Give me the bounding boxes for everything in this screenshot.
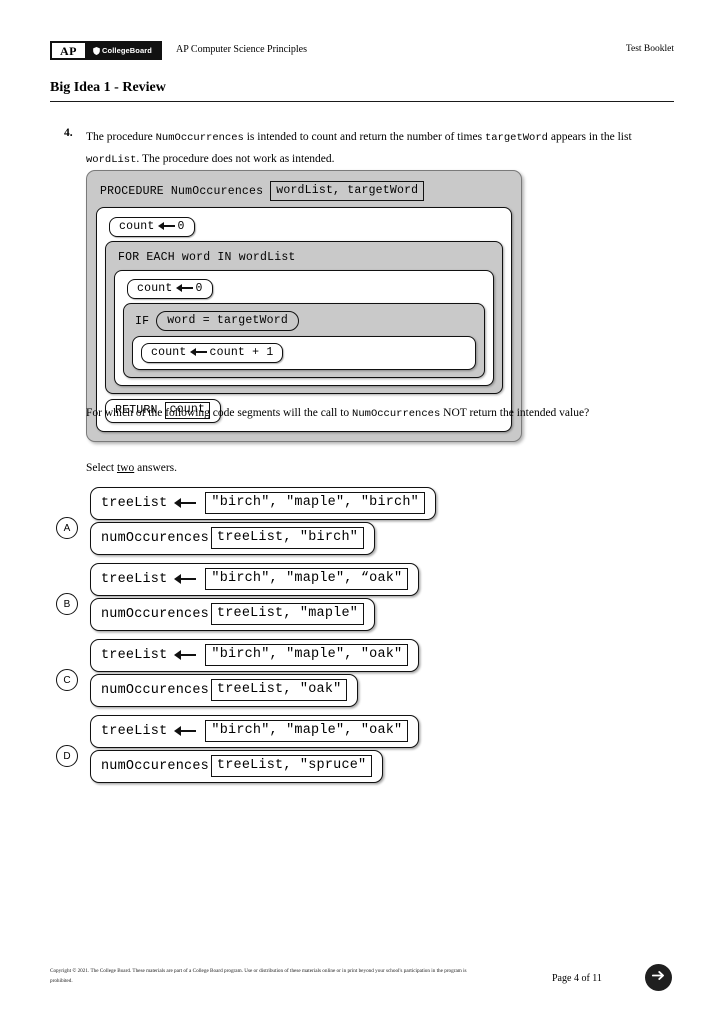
choice-d-var: treeList [101, 723, 168, 739]
answer-choice-c[interactable]: C treeList "birch", "maple", "oak" numOcc… [56, 639, 656, 707]
return-value: count [164, 402, 211, 419]
choice-a-args: treeList, "birch" [210, 527, 365, 549]
increment-rhs: count + 1 [209, 346, 274, 359]
choice-d-call: numOccurences [101, 758, 209, 774]
ap-logo-mark: AP [52, 43, 85, 58]
choice-letter-a[interactable]: A [56, 517, 78, 539]
shield-icon [93, 46, 100, 55]
follow-code-numoccurrences: NumOccurrences [352, 408, 441, 420]
assign-arrow-icon [174, 725, 197, 737]
init-count-statement: count 0 [109, 217, 195, 237]
if-condition: word = targetWord [156, 311, 299, 331]
inner-count-value: 0 [195, 282, 203, 295]
init-count-value: 0 [177, 220, 185, 233]
assign-arrow-icon [157, 221, 175, 230]
collegeboard-wordmark: CollegeBoard [93, 46, 152, 55]
choice-letter-c[interactable]: C [56, 669, 78, 691]
procedure-params: wordList, targetWord [270, 181, 425, 201]
for-each-header: FOR EACH word IN wordList [118, 251, 296, 264]
for-each-body: count 0 IF word = targetWord count count +… [114, 270, 494, 386]
procedure-name: NumOccurences [170, 184, 264, 198]
answer-choices: A treeList "birch", "maple", "birch" numO… [56, 487, 656, 791]
increment-statement: count count + 1 [141, 343, 284, 363]
choice-d-list-value: "birch", "maple", "oak" [205, 720, 409, 742]
choice-b-args: treeList, "maple" [210, 603, 365, 625]
choice-b-call: numOccurences [101, 606, 209, 622]
prompt-code-targetword: targetWord [484, 132, 548, 144]
copyright-notice: Copyright © 2021. The College Board. The… [50, 968, 467, 984]
prompt-text-3: appears in the list [550, 131, 632, 143]
booklet-label: Test Booklet [625, 44, 674, 54]
choice-a-call: numOccurences [101, 530, 209, 546]
select-post: answers. [134, 462, 178, 474]
collegeboard-text: CollegeBoard [102, 46, 152, 55]
assign-arrow-icon [174, 649, 197, 661]
assign-arrow-icon [174, 573, 197, 585]
choice-c-var: treeList [101, 647, 168, 663]
question-prompt: The procedure NumOccurrences is intended… [86, 127, 674, 171]
init-count-row: count 0 [105, 215, 503, 241]
select-emphasis: two [116, 462, 135, 474]
page-title: Big Idea 1 - Review [50, 80, 166, 95]
init-count-var: count [119, 220, 155, 233]
course-name: AP Computer Science Principles [176, 44, 307, 55]
page-indicator: Page 4 of 11 [552, 973, 602, 984]
follow-text-2: NOT return the intended value? [443, 407, 590, 419]
answer-choice-a[interactable]: A treeList "birch", "maple", "birch" numO… [56, 487, 656, 555]
choice-a-line-1: treeList "birch", "maple", "birch" [90, 487, 436, 520]
choice-a-list-value: "birch", "maple", "birch" [205, 492, 425, 514]
follow-text-1: For which of the following code segments… [86, 407, 350, 419]
choice-c-call: numOccurences [101, 682, 209, 698]
question-number: 4. [64, 127, 73, 139]
return-statement: RETURN count [105, 399, 222, 423]
answer-choice-b[interactable]: B treeList "birch", "maple", “oak" numOcc… [56, 563, 656, 631]
choice-letter-b[interactable]: B [56, 593, 78, 615]
procedure-header-row: PROCEDURE NumOccurences wordList, target… [96, 179, 512, 207]
if-header: IF word = targetWord [132, 310, 476, 336]
choice-letter-d[interactable]: D [56, 745, 78, 767]
choice-b-line-1: treeList "birch", "maple", “oak" [90, 563, 420, 596]
procedure-keyword: PROCEDURE [100, 184, 164, 198]
title-divider [50, 101, 674, 102]
answer-choice-d[interactable]: D treeList "birch", "maple", "oak" numOcc… [56, 715, 656, 783]
collegeboard-logo: AP CollegeBoard [50, 41, 162, 60]
pseudocode-block: PROCEDURE NumOccurences wordList, target… [86, 170, 522, 442]
choice-d-args: treeList, "spruce" [210, 755, 373, 777]
prompt-text-4: . The procedure does not work as intende… [136, 153, 335, 165]
choice-b-var: treeList [101, 571, 168, 587]
if-body: count count + 1 [132, 336, 476, 370]
prompt-text-2: is intended to count and return the numb… [246, 131, 483, 143]
question-follow-up: For which of the following code segments… [86, 403, 674, 425]
inner-count-var: count [137, 282, 173, 295]
inner-count-row: count 0 [123, 277, 485, 303]
arrow-right-icon [650, 967, 667, 989]
choice-c-list-value: "birch", "maple", "oak" [205, 644, 409, 666]
assign-arrow-icon [174, 497, 197, 509]
assign-arrow-icon [189, 347, 207, 356]
inner-count-statement: count 0 [127, 279, 213, 299]
prompt-text-1: The procedure [86, 131, 153, 143]
procedure-body: count 0 FOR EACH word IN wordList count 0 … [96, 207, 512, 432]
if-block: IF word = targetWord count count + 1 [123, 303, 485, 378]
for-each-block: FOR EACH word IN wordList count 0 IF word… [105, 241, 503, 394]
if-keyword: IF [135, 314, 150, 328]
select-instruction: Select two answers. [86, 462, 177, 474]
choice-c-args: treeList, "oak" [210, 679, 348, 701]
choice-b-list-value: "birch", "maple", “oak" [205, 568, 409, 590]
prompt-code-wordlist: wordList [86, 154, 137, 166]
select-pre: Select [86, 462, 117, 474]
next-page-button[interactable] [645, 964, 672, 991]
prompt-code-numoccurrences: NumOccurrences [155, 132, 244, 144]
choice-d-line-1: treeList "birch", "maple", "oak" [90, 715, 420, 748]
page-header: AP CollegeBoard AP Computer Science Prin… [50, 41, 674, 63]
choice-a-var: treeList [101, 495, 168, 511]
choice-c-line-1: treeList "birch", "maple", "oak" [90, 639, 420, 672]
assign-arrow-icon [175, 283, 193, 292]
increment-lhs: count [151, 346, 187, 359]
return-keyword: RETURN [115, 404, 158, 417]
